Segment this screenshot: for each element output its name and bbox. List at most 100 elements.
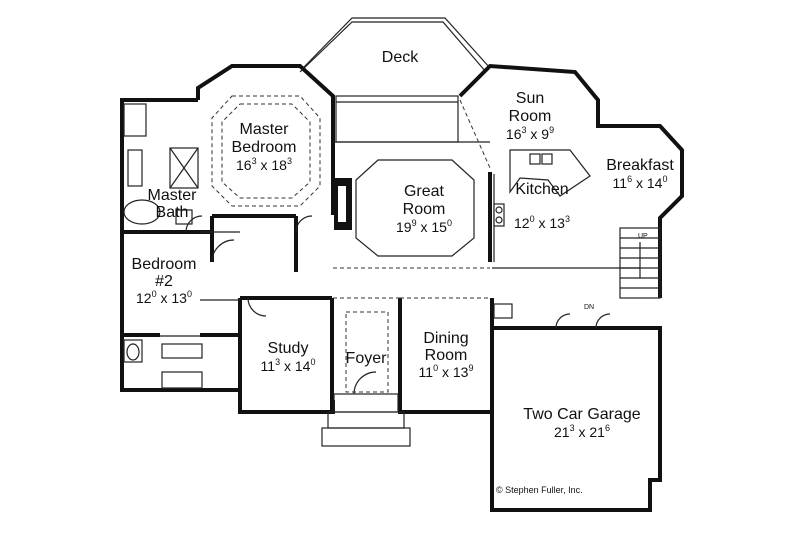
study-width: 11 bbox=[261, 358, 276, 374]
master-bedroom-dim-separator: x bbox=[257, 157, 272, 173]
sun-room-width: 16 bbox=[506, 126, 522, 142]
great-room-dim-separator: x bbox=[417, 219, 432, 235]
room-label-master-bath: Master Bath bbox=[148, 187, 198, 221]
room-label-breakfast: Breakfast 116 x 140 bbox=[606, 157, 674, 191]
copyright-notice: © Stephen Fuller, Inc. bbox=[496, 485, 583, 495]
bedroom-2-height-inches: 0 bbox=[187, 289, 192, 299]
breakfast-height: 14 bbox=[647, 175, 663, 191]
sun-room-name-2: Room bbox=[509, 108, 552, 125]
kitchen-height-inches: 3 bbox=[565, 214, 570, 224]
study-width-inches: 3 bbox=[275, 357, 280, 367]
breakfast-width: 11 bbox=[613, 175, 628, 191]
garage-dim-separator: x bbox=[575, 424, 590, 440]
dining-room-height: 13 bbox=[453, 364, 469, 380]
dining-room-dimensions: 110 x 139 bbox=[419, 363, 474, 380]
dining-room-dim-separator: x bbox=[438, 364, 453, 380]
sun-room-width-inches: 3 bbox=[521, 125, 526, 135]
room-label-great-room: Great Room 199 x 150 bbox=[396, 183, 452, 235]
great-room-width: 19 bbox=[396, 219, 412, 235]
breakfast-width-inches: 6 bbox=[627, 174, 632, 184]
sun-room-height-inches: 9 bbox=[549, 125, 554, 135]
bedroom-2-height: 13 bbox=[171, 290, 187, 306]
dining-room-width: 11 bbox=[419, 364, 434, 380]
study-name: Study bbox=[268, 340, 309, 357]
garage-name: Two Car Garage bbox=[523, 406, 640, 423]
kitchen-dimensions: 120 x 133 bbox=[514, 214, 570, 231]
dining-room-height-inches: 9 bbox=[468, 363, 473, 373]
garage-height: 21 bbox=[589, 424, 605, 440]
great-room-height: 15 bbox=[431, 219, 447, 235]
master-bedroom-name-1: Master bbox=[240, 121, 290, 138]
room-label-study: Study 113 x 140 bbox=[261, 340, 316, 374]
deck-outline bbox=[299, 17, 491, 143]
breakfast-name: Breakfast bbox=[606, 157, 674, 174]
bedroom-2-dimensions: 120 x 130 bbox=[136, 289, 192, 306]
sun-room-dim-separator: x bbox=[527, 126, 542, 142]
bedroom-2-name-1: Bedroom bbox=[132, 256, 197, 273]
exterior-walls bbox=[120, 63, 684, 512]
dining-room-name-2: Room bbox=[425, 347, 468, 364]
great-room-ceiling bbox=[355, 159, 475, 257]
kitchen-height: 13 bbox=[549, 215, 565, 231]
deck-name: Deck bbox=[382, 49, 419, 66]
master-bedroom-dimensions: 163 x 183 bbox=[236, 156, 292, 173]
room-label-dining-room: Dining Room 110 x 139 bbox=[419, 330, 474, 380]
great-room-height-inches: 0 bbox=[447, 218, 452, 228]
great-room-width-inches: 9 bbox=[412, 218, 417, 228]
master-bedroom-width-inches: 3 bbox=[252, 156, 257, 166]
stairs bbox=[619, 227, 661, 299]
breakfast-height-inches: 0 bbox=[662, 174, 667, 184]
room-label-bedroom-2: Bedroom #2 120 x 130 bbox=[132, 256, 197, 306]
bedroom-2-name-2: #2 bbox=[155, 273, 173, 290]
kitchen-width: 12 bbox=[514, 215, 530, 231]
great-room-dimensions: 199 x 150 bbox=[396, 218, 452, 235]
garage-details bbox=[493, 303, 611, 329]
room-label-garage: Two Car Garage 213 x 216 bbox=[523, 406, 640, 440]
kitchen-dim-separator: x bbox=[535, 215, 550, 231]
garage-dimensions: 213 x 216 bbox=[554, 423, 610, 440]
study-dim-separator: x bbox=[280, 358, 295, 374]
great-room-name-2: Room bbox=[403, 201, 446, 218]
room-label-kitchen: Kitchen 120 x 133 bbox=[514, 181, 570, 231]
master-tray-ceiling bbox=[211, 95, 321, 207]
room-label-sun-room: Sun Room 163 x 99 bbox=[506, 90, 554, 142]
study-height-inches: 0 bbox=[310, 357, 315, 367]
stair-up-marker: UP bbox=[638, 233, 648, 240]
sun-room-height: 9 bbox=[541, 126, 549, 142]
study-height: 14 bbox=[295, 358, 311, 374]
master-bedroom-name-2: Bedroom bbox=[232, 139, 297, 156]
garage-height-inches: 6 bbox=[605, 423, 610, 433]
partitions bbox=[160, 99, 640, 337]
sun-room-dimensions: 163 x 99 bbox=[506, 125, 554, 142]
room-label-foyer: Foyer bbox=[346, 350, 388, 367]
master-bedroom-width: 16 bbox=[236, 157, 252, 173]
bedroom-2-dim-separator: x bbox=[157, 290, 172, 306]
breakfast-dimensions: 116 x 140 bbox=[613, 174, 668, 191]
stair-down-marker: DN bbox=[584, 304, 594, 311]
bedroom-2-width-inches: 0 bbox=[152, 289, 157, 299]
master-bath-fixtures bbox=[123, 103, 199, 225]
dining-room-width-inches: 0 bbox=[433, 363, 438, 373]
interior-walls bbox=[122, 172, 494, 412]
master-bath-name-1: Master bbox=[148, 187, 198, 204]
great-room-name-1: Great bbox=[404, 183, 445, 200]
door-swings bbox=[185, 215, 313, 317]
bedroom2-bath-fixtures bbox=[123, 339, 203, 389]
master-bath-name-2: Bath bbox=[156, 204, 189, 221]
bedroom-2-width: 12 bbox=[136, 290, 152, 306]
room-label-deck: Deck bbox=[382, 49, 419, 66]
garage-width: 21 bbox=[554, 424, 570, 440]
sun-room-name-1: Sun bbox=[516, 90, 544, 107]
kitchen-counters bbox=[493, 149, 591, 262]
dining-room-name-1: Dining bbox=[423, 330, 468, 347]
garage-width-inches: 3 bbox=[570, 423, 575, 433]
foyer-name: Foyer bbox=[346, 350, 388, 367]
master-bedroom-height: 18 bbox=[271, 157, 287, 173]
study-dimensions: 113 x 140 bbox=[261, 357, 316, 374]
breakfast-dim-separator: x bbox=[632, 175, 647, 191]
kitchen-width-inches: 0 bbox=[530, 214, 535, 224]
room-label-master-bedroom: Master Bedroom 163 x 183 bbox=[232, 121, 297, 173]
foyer-entry bbox=[321, 311, 411, 447]
kitchen-name: Kitchen bbox=[515, 181, 568, 198]
